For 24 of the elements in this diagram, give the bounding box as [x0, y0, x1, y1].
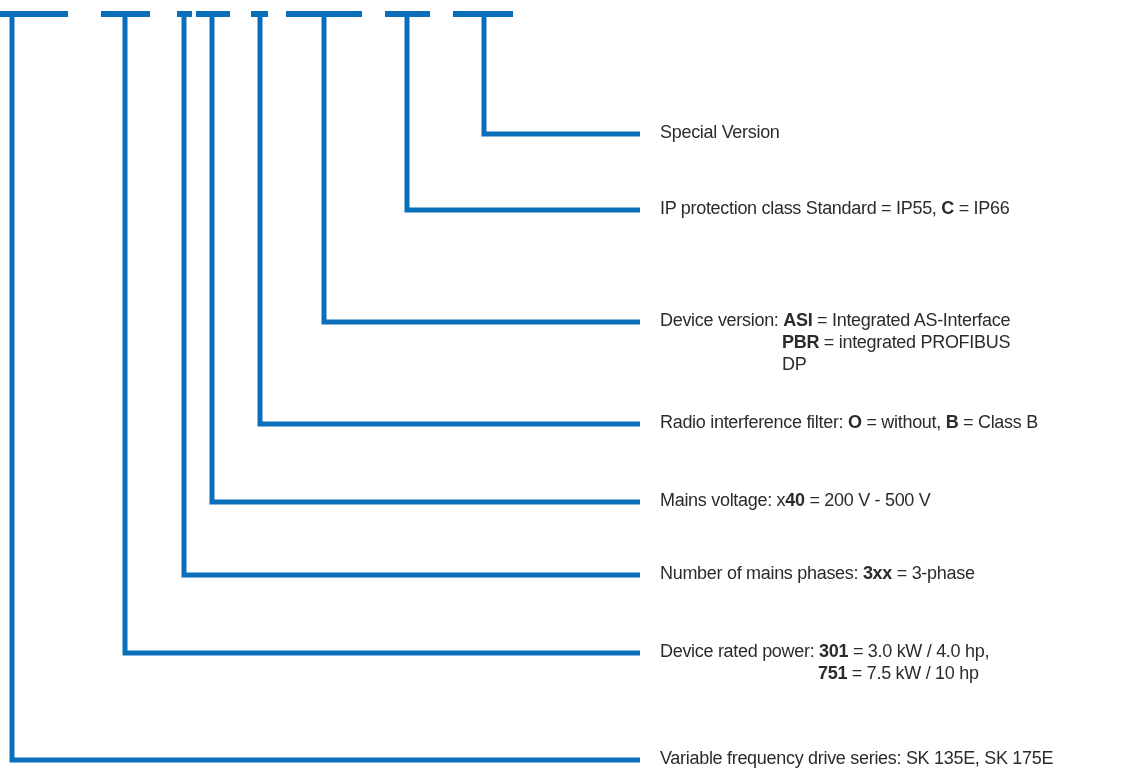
leader-line: [209, 17, 640, 505]
placeholder-bar: [453, 11, 513, 17]
placeholder-bar: [251, 11, 268, 17]
placeholder-bar: [286, 11, 362, 17]
leader-line: [181, 17, 640, 578]
code-description: Special Version: [660, 121, 780, 143]
code-description: Device version: ASI = Integrated AS-Interface PBR = integrated PROFIBUS DP: [660, 309, 1012, 375]
code-description: Variable frequency drive series: SK 135E, SK 175E: [660, 747, 1054, 769]
leader-line: [321, 17, 640, 325]
leader-line: [122, 17, 640, 656]
placeholder-bar: [177, 11, 192, 17]
code-description: Device rated power: 301 = 3.0 kW / 4.0 hp, 751 = 7.5 kW / 10 hp: [660, 640, 991, 684]
placeholder-bar: [385, 11, 430, 17]
leader-line: [257, 17, 640, 427]
leader-line: [9, 17, 640, 763]
code-description: IP protection class Standard = IP55, C = IP66: [660, 197, 1010, 219]
placeholder-bar: [101, 11, 150, 17]
leader-line: [404, 17, 640, 213]
code-description: Radio interference filter: O = without, B = Class B: [660, 411, 1038, 433]
code-description: Mains voltage: x40 = 200 V - 500 V: [660, 489, 931, 511]
placeholder-bar: [196, 11, 230, 17]
placeholder-bar: [0, 11, 68, 17]
code-description: Number of mains phases: 3xx = 3-phase: [660, 562, 975, 584]
leader-line: [481, 17, 640, 137]
